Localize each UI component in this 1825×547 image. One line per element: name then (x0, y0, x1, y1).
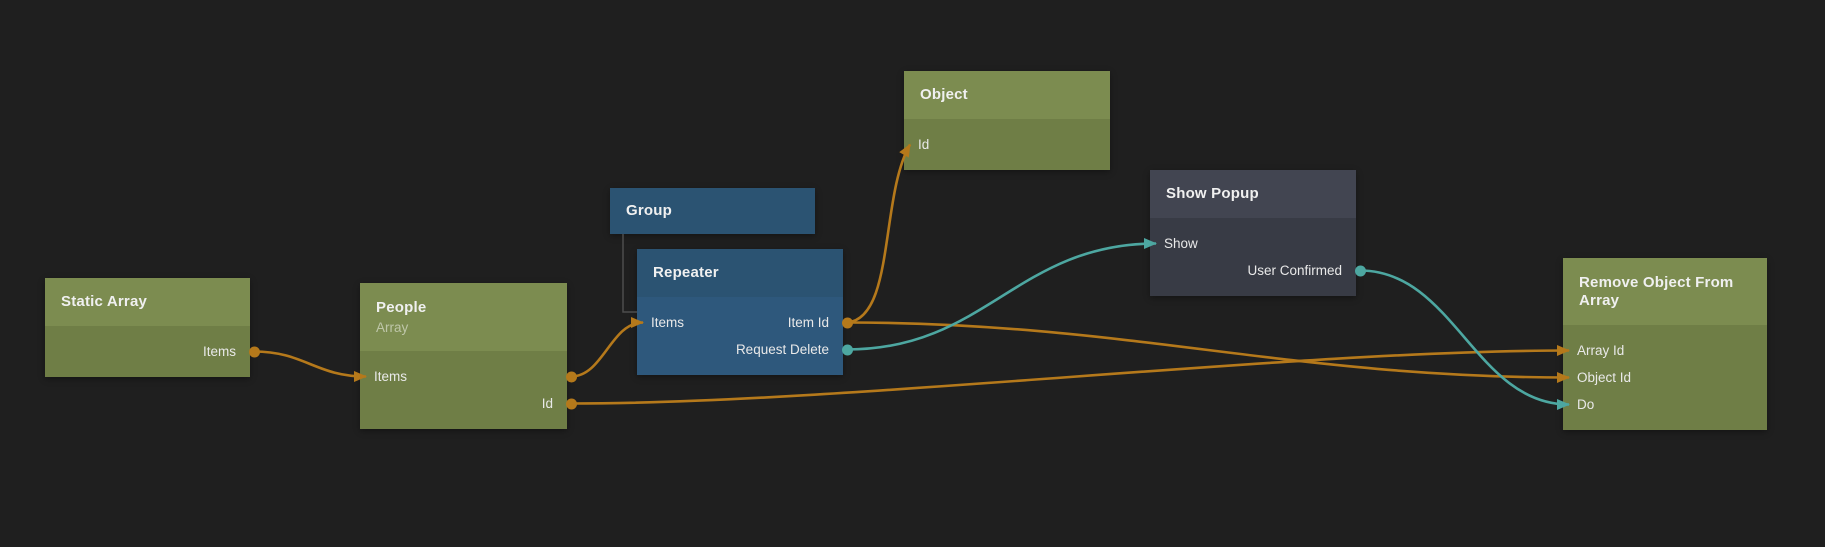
input-port-label[interactable]: Object Id (1577, 370, 1632, 385)
input-port-label[interactable]: Do (1577, 397, 1595, 412)
input-port-label[interactable]: Items (651, 315, 685, 330)
input-port-label[interactable]: Array Id (1577, 343, 1625, 358)
output-port-label[interactable]: User Confirmed (1247, 263, 1342, 278)
output-port-label[interactable]: Id (541, 396, 553, 411)
output-port-dot[interactable] (249, 346, 260, 357)
port-row: User Confirmed (1150, 257, 1366, 284)
input-port-label[interactable]: Show (1164, 236, 1198, 251)
output-port-dot[interactable] (842, 317, 853, 328)
node-header[interactable]: Show Popup (1150, 170, 1356, 218)
output-port-dot[interactable] (1355, 265, 1366, 276)
output-port-dot[interactable] (842, 344, 853, 355)
node-header[interactable]: Object (904, 71, 1110, 119)
output-port-label[interactable]: Item Id (787, 315, 829, 330)
node-ports: Items (45, 326, 260, 377)
port-row: Show (1150, 230, 1356, 257)
node-title: Group (626, 202, 672, 219)
port-row: Do (1563, 391, 1767, 418)
node-title: People (376, 298, 427, 316)
node-ports: Items Item Id Request Delete (637, 297, 853, 375)
output-port-dot[interactable] (566, 398, 577, 409)
node-title: Static Array (61, 293, 148, 310)
output-port-label[interactable]: Request Delete (735, 342, 829, 357)
node-title: Repeater (653, 264, 719, 281)
node-title: Show Popup (1166, 185, 1259, 202)
port-row: Request Delete (637, 336, 853, 363)
port-row: Items Item Id (637, 309, 853, 336)
input-port-label[interactable]: Items (374, 369, 408, 384)
port-row: Items (360, 363, 577, 390)
port-row: Items (45, 338, 260, 365)
port-row: Id (360, 390, 577, 417)
port-row: Id (904, 131, 1110, 158)
port-row: Object Id (1563, 364, 1767, 391)
node-subtitle: Array (376, 319, 409, 335)
node-title: Remove Object From Array (1579, 273, 1734, 309)
node-ports: Id (904, 119, 1110, 170)
node-group[interactable]: Group (610, 188, 815, 234)
output-port-label[interactable]: Items (202, 344, 236, 359)
node-title: Object (920, 86, 968, 103)
input-port-label[interactable]: Id (918, 137, 930, 152)
node-ports: Array Id Object Id Do (1563, 325, 1767, 430)
node-header[interactable]: Group (610, 188, 815, 234)
node-header[interactable]: Repeater (637, 249, 843, 297)
node-header[interactable]: Static Array (45, 278, 250, 326)
port-row: Array Id (1563, 337, 1767, 364)
output-port-dot[interactable] (566, 371, 577, 382)
node-header[interactable]: Remove Object From Array (1563, 258, 1767, 325)
